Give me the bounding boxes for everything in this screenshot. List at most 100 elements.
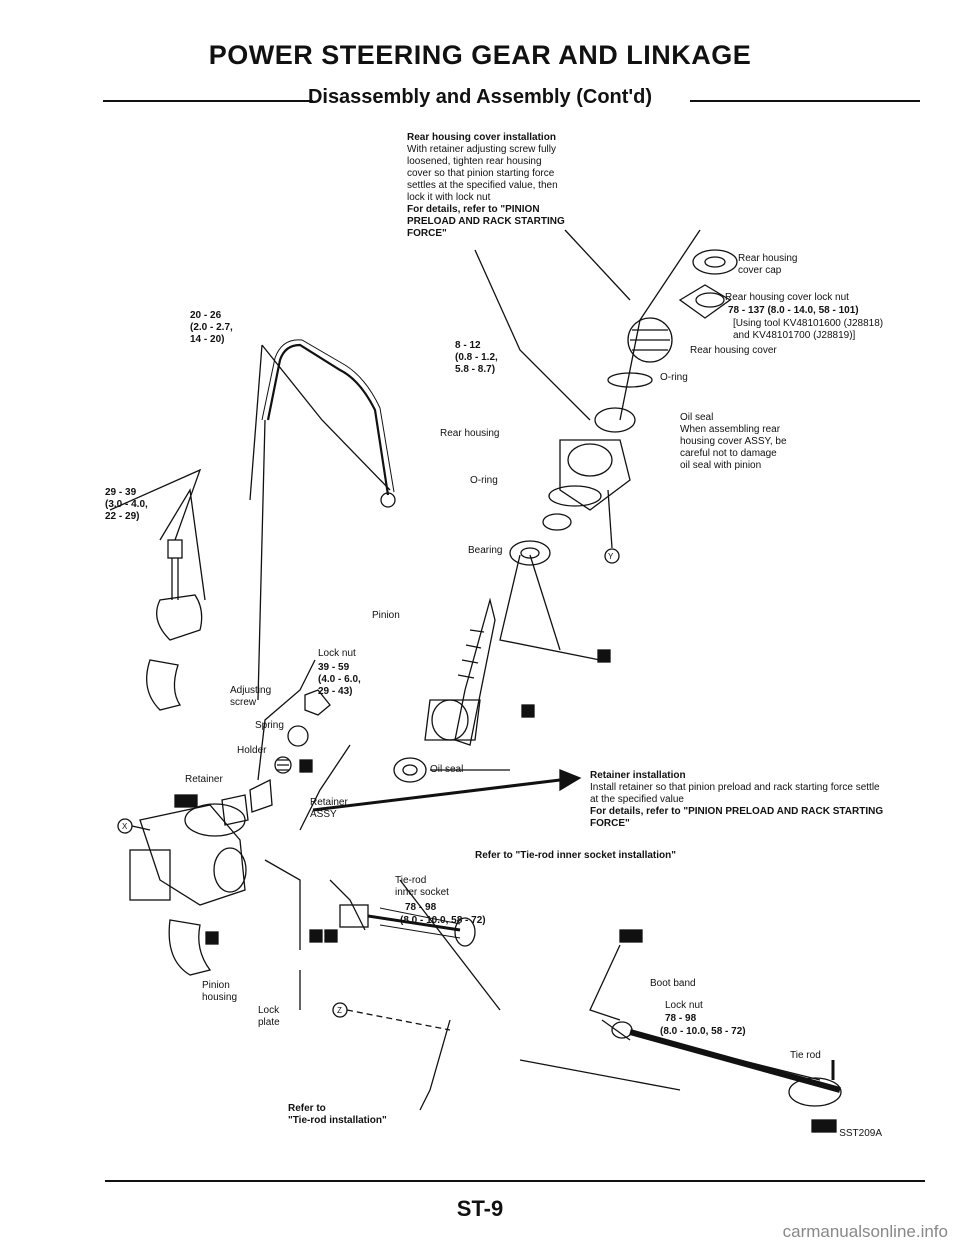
label-line: Refer to — [288, 1103, 326, 1114]
label-line: screw — [230, 697, 257, 708]
subtitle-rule-left — [103, 100, 313, 102]
label-line: Retainer — [310, 797, 348, 808]
clamp-bottom — [168, 919, 212, 976]
torque-78-98-a-sub: (8.0 - 10.0, 58 - 72) — [400, 915, 486, 926]
label-lock-plate: Lock plate — [258, 1005, 280, 1029]
torque-line: (3.0 - 4.0, — [105, 499, 148, 510]
label-tie-rod: Tie rod — [790, 1050, 821, 1061]
torque-line: (0.8 - 1.2, — [455, 352, 498, 363]
housing-tube — [129, 849, 171, 901]
label-line: ASSY — [310, 809, 337, 820]
leader-line — [564, 229, 631, 301]
label-tie-rod-inner-socket: Tie-rod inner socket — [395, 875, 449, 899]
callout-x: X — [122, 822, 128, 831]
figure-code: SST209A — [839, 1128, 882, 1139]
torque-line: 29 - 39 — [105, 487, 137, 498]
torque-78-98-b: 78 - 98 — [665, 1013, 697, 1024]
callout-z: Z — [337, 1006, 342, 1015]
note-bullet: With retainer adjusting screw fully loos… — [407, 144, 558, 203]
tie-rod-bar — [629, 1029, 841, 1093]
leader-line — [474, 249, 591, 421]
label-lock-nut: Lock nut — [318, 648, 356, 659]
page-number: ST-9 — [456, 1196, 504, 1221]
label-rear-housing-cover-cap: Rear housing cover cap — [738, 253, 797, 277]
lock-nut-hex — [678, 284, 732, 319]
torque-78-98-a: 78 - 98 — [405, 902, 437, 913]
page-title: POWER STEERING GEAR AND LINKAGE — [208, 40, 752, 70]
pinion-gear — [424, 699, 481, 741]
adjusting-screw-nut — [304, 689, 331, 716]
rear-housing-cover-cap — [692, 249, 738, 275]
page-subtitle: Disassembly and Assembly (Cont'd) — [307, 86, 653, 108]
label-line: "Tie-rod installation" — [288, 1115, 387, 1126]
callout-circle-y — [604, 548, 620, 564]
refer-tie-rod-install: Refer to "Tie-rod installation" — [288, 1103, 387, 1127]
rear-cover-install-note: Rear housing cover installation With ret… — [407, 132, 567, 240]
pipe-outline — [261, 339, 395, 493]
note-line: oil seal with pinion — [680, 460, 762, 471]
label-line: housing — [202, 992, 238, 1003]
bolt-shank — [171, 558, 179, 600]
torque-line: 29 - 43) — [318, 686, 353, 697]
torque-line: 22 - 29) — [105, 511, 140, 522]
leader-line — [261, 344, 391, 491]
label-spring: Spring — [255, 720, 284, 731]
label-rear-housing-cover: Rear housing cover — [690, 345, 777, 356]
refer-inner-socket: Refer to "Tie-rod inner socket installat… — [475, 850, 677, 861]
note-refer: For details, refer to "PINION PRELOAD AN… — [407, 204, 565, 239]
note-heading: Retainer installation — [590, 770, 686, 781]
tool-note-1: [Using tool KV48101600 (J28818) — [733, 318, 884, 329]
label-line: cover cap — [738, 265, 782, 276]
clamp-lower — [146, 659, 182, 711]
label-line: inner socket — [395, 887, 449, 898]
torque-line: (2.0 - 2.7, — [190, 322, 233, 333]
label-retainer-assy: Retainer ASSY — [310, 797, 348, 821]
leader-line — [619, 229, 701, 421]
note-line: When assembling rear — [680, 424, 781, 435]
grease-marker — [521, 704, 535, 718]
note-bullet: Install retainer so that pinion preload … — [590, 782, 880, 805]
label-line: plate — [258, 1017, 280, 1028]
watermark: carmanualsonline.info — [782, 1222, 948, 1241]
rear-housing — [559, 439, 631, 511]
torque-78-98-b-sub: (8.0 - 10.0, 58 - 72) — [660, 1026, 746, 1037]
oil-seal-note: When assembling rear housing cover ASSY,… — [680, 424, 787, 472]
subtitle-rule-right — [690, 100, 920, 102]
label-o-ring-2: O-ring — [470, 475, 498, 486]
note-refer: For details, refer to "PINION PRELOAD AN… — [590, 806, 884, 829]
pinion-shaft — [454, 597, 496, 746]
torque-line: 14 - 20) — [190, 334, 225, 345]
label-line: Lock — [258, 1005, 280, 1016]
label-boot-band: Boot band — [650, 978, 696, 989]
label-adjusting-screw: Adjusting screw — [230, 685, 271, 709]
leader-line — [257, 419, 266, 701]
label-pinion: Pinion — [372, 610, 400, 621]
torque-line: 8 - 12 — [455, 340, 481, 351]
label-line: Adjusting — [230, 685, 272, 696]
torque-78-137: 78 - 137 (8.0 - 14.0, 58 - 101) — [728, 305, 859, 316]
retainer — [221, 794, 249, 826]
label-line: Tie-rod — [395, 875, 427, 886]
note-line: housing cover ASSY, be — [680, 436, 787, 447]
label-line: Pinion — [202, 980, 230, 991]
footer-rule — [105, 1180, 925, 1182]
torque-20-26: 20 - 26 (2.0 - 2.7, 14 - 20) — [190, 310, 233, 346]
leader-line — [159, 488, 206, 601]
label-retainer: Retainer — [185, 774, 223, 785]
tie-rod-end — [788, 1077, 842, 1107]
holder — [249, 778, 273, 813]
leader-line — [249, 344, 263, 501]
note-line: careful not to damage — [680, 448, 777, 459]
clamp-upper — [156, 594, 203, 641]
torque-line: 39 - 59 — [318, 662, 350, 673]
pipe-fitting — [380, 492, 396, 508]
oil-seal-lower — [393, 757, 427, 783]
inner-socket-rod — [367, 914, 461, 932]
torque-line: (4.0 - 6.0, — [318, 674, 361, 685]
label-rear-housing-cover-lock-nut: Rear housing cover lock nut — [725, 292, 849, 303]
bolt-head — [167, 539, 183, 559]
label-bearing: Bearing — [468, 545, 503, 556]
label-oil-seal-2: Oil seal — [430, 764, 464, 775]
leader-line — [109, 468, 202, 541]
